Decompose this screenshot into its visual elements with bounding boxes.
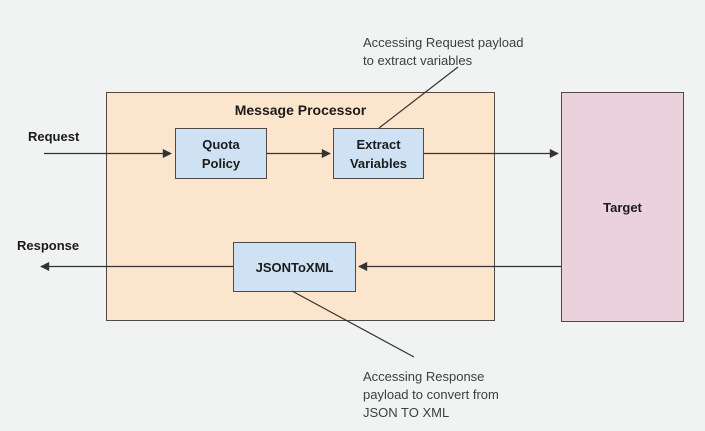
node-target: Target — [561, 92, 684, 322]
message-processor-title: Message Processor — [234, 102, 367, 118]
response-label: Response — [17, 238, 80, 253]
node-quota-policy: Quota Policy — [175, 128, 267, 179]
request-payload-annotation: Accessing Request payload to extract var… — [363, 35, 524, 68]
response-payload-annotation: Accessing Response payload to convert fr… — [363, 369, 499, 420]
node-extract-variables: Extract Variables — [333, 128, 424, 179]
node-jsontoxml: JSONToXML — [233, 242, 356, 292]
request-label: Request — [28, 129, 80, 144]
